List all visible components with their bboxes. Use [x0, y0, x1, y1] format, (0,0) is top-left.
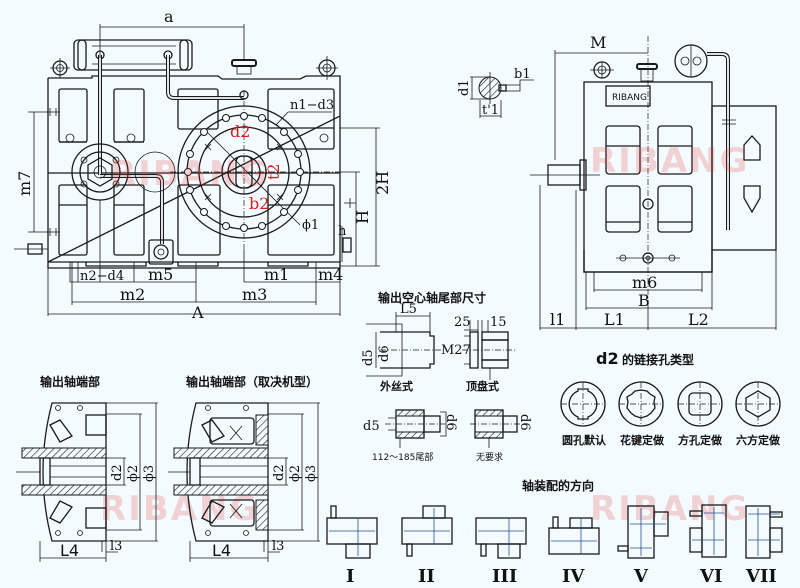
bore-round-key — [560, 381, 606, 427]
bore-spline — [618, 381, 664, 427]
watermark-side: RIBANG — [590, 141, 749, 181]
assembly-label-v: V — [633, 566, 649, 587]
dim-15: 15 — [490, 315, 507, 330]
dim-m-cap: M — [590, 33, 606, 52]
bore-square — [677, 381, 723, 427]
no-requirement-label: 无要求 — [476, 451, 503, 463]
side-view — [530, 36, 777, 330]
dim-b: B — [638, 291, 650, 310]
dim-l2: L2 — [688, 310, 709, 329]
dim-d2: d2 — [230, 122, 250, 141]
dim-b1: b1 — [514, 67, 531, 82]
dim-m4: m4 — [318, 265, 343, 284]
dim-n2-d4: n2−d4 — [80, 269, 124, 284]
dim-d5: d5 — [361, 349, 376, 366]
dim-b2: b2 — [249, 194, 269, 213]
dim-25: 25 — [454, 315, 471, 330]
assembly-type-vi — [689, 504, 727, 558]
assembly-type-iii — [475, 517, 527, 559]
dim-d1: d1 — [457, 79, 472, 96]
front-view — [14, 24, 380, 316]
bore-label-spline: 花键定做 — [620, 433, 665, 447]
hollow-tail-no-requirement — [470, 409, 522, 448]
dim-2h: 2H — [373, 171, 392, 195]
hollow-tail-top-plate — [462, 320, 515, 380]
output-flange — [170, 90, 340, 250]
watermark-front: RIBANG — [110, 154, 269, 194]
shaft-end-2 — [168, 402, 320, 562]
bore-types-title-prefix: d2 — [596, 349, 619, 368]
shaft-end-title-1: 输出轴端部 — [40, 374, 100, 389]
shaft1-l3: l3 — [110, 539, 122, 554]
assembly-type-i — [326, 505, 378, 559]
assembly-label-vi: VI — [699, 566, 722, 587]
external-thread-label: 外丝式 — [379, 379, 413, 393]
dim-m27: M27 — [441, 343, 471, 358]
shaft1-phi3: ϕ3 — [142, 465, 157, 482]
assembly-label-ii: II — [418, 566, 435, 587]
assembly-label-i: I — [346, 566, 354, 587]
assembly-type-ii — [401, 505, 453, 557]
dim-a: a — [164, 7, 174, 26]
hollow-tail-112-185 — [385, 409, 447, 448]
bore-label-hex: 六方定做 — [736, 433, 781, 447]
dim-d6-c: d6 — [517, 414, 532, 431]
shaft2-d2: d2 — [272, 464, 287, 481]
dim-t2: t2 — [264, 163, 283, 180]
shaft1-phi2: ϕ2 — [126, 465, 141, 482]
assembly-type-v — [617, 505, 669, 559]
assembly-label-vii: VII — [745, 566, 777, 587]
dim-m3: m3 — [242, 285, 267, 304]
dim-phi1: ϕ1 — [302, 218, 319, 233]
dim-h: h — [338, 224, 347, 239]
dim-l1: L1 — [604, 310, 625, 329]
bore-label-round: 圆孔默认 — [562, 433, 607, 447]
dim-t1: t'1 — [482, 103, 499, 118]
shaft1-d2: d2 — [110, 464, 125, 481]
assembly-label-iii: III — [492, 566, 517, 587]
shaft2-l4: L4 — [212, 541, 231, 560]
dim-h-cap: H — [353, 210, 372, 224]
shaft-end-1 — [16, 402, 158, 562]
dim-l-1: l1 — [550, 310, 565, 329]
assembly-label-iv: IV — [562, 566, 585, 587]
watermark-dir: RIBANG — [590, 489, 749, 529]
shaft2-phi3: ϕ3 — [304, 465, 319, 482]
shaft-key-detail — [470, 72, 534, 118]
dim-n1-d3: n1−d3 — [290, 98, 334, 113]
assembly-title: 轴装配的方向 — [522, 478, 594, 493]
dim-a-cap: A — [191, 303, 204, 322]
shaft1-l4: L4 — [60, 541, 79, 560]
bore-label-square: 方孔定做 — [678, 433, 723, 447]
dim-m2: m2 — [120, 285, 145, 304]
shaft2-phi2: ϕ2 — [288, 465, 303, 482]
hollow-tail-title: 输出空心轴尾部尺寸 — [378, 290, 486, 305]
shaft2-l3: l3 — [272, 539, 284, 554]
bore-types-title: 的链接孔类型 — [622, 352, 694, 367]
dim-m6: m6 — [632, 273, 657, 292]
dim-d5-b: d5 — [363, 419, 380, 434]
dim-m5: m5 — [148, 265, 173, 284]
hollow-tail-external-thread — [366, 312, 445, 377]
dim-d6: d6 — [377, 345, 392, 362]
dim-m1: m1 — [264, 265, 289, 284]
dim-d6-b: d6 — [443, 414, 458, 431]
tail-range-label: 112～185尾部 — [372, 451, 433, 463]
dim-m7: m7 — [15, 171, 34, 196]
watermark-shaft: RIBANG — [100, 489, 259, 529]
side-nameplate: RIBANG — [612, 93, 647, 103]
dim-l5: L5 — [400, 302, 417, 317]
shaft-end-title-2: 输出轴端部（取决机型） — [186, 374, 318, 389]
assembly-type-vii — [745, 505, 783, 559]
top-plate-label: 顶盘式 — [466, 379, 499, 393]
assembly-type-iv — [548, 516, 600, 555]
bore-hexagon — [735, 381, 781, 427]
